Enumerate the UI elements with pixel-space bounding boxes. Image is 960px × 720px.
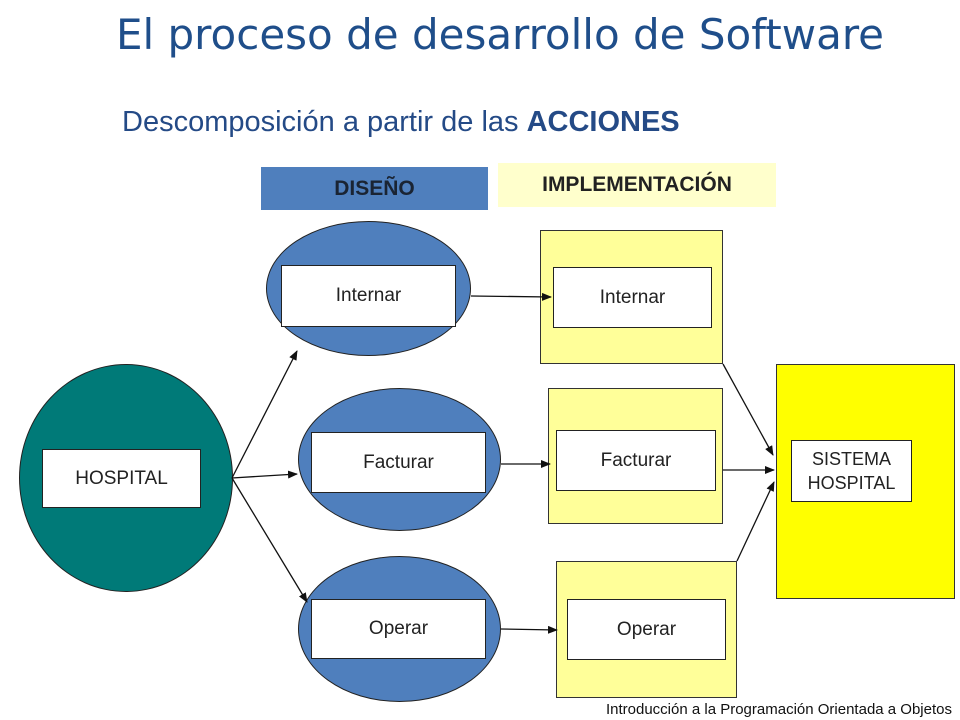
design-box-operar: Operar — [311, 599, 486, 659]
arrow-impl-internar-to-system — [722, 363, 774, 456]
design-box-facturar: Facturar — [311, 432, 486, 493]
hospital-box: HOSPITAL — [42, 449, 201, 508]
implementation-header: IMPLEMENTACIÓN — [498, 163, 776, 207]
slide-title: El proceso de desarrollo de Software — [115, 10, 885, 59]
arrow-hospital-to-facturar — [231, 470, 298, 479]
system-label-line1: SISTEMA — [811, 448, 891, 469]
arrow-design-operar-to-impl — [500, 625, 558, 634]
arrow-impl-operar-to-system — [736, 481, 775, 562]
slide-subtitle: Descomposición a partir de las ACCIONES — [122, 106, 680, 139]
impl-box-internar: Internar — [553, 267, 712, 328]
system-label-line2: HOSPITAL — [807, 473, 896, 493]
design-box-internar: Internar — [281, 265, 456, 327]
arrow-design-internar-to-impl — [470, 292, 552, 301]
impl-box-operar: Operar — [567, 599, 726, 660]
arrow-hospital-to-operar — [231, 477, 308, 603]
subtitle-prefix: Descomposición a partir de las — [122, 106, 527, 138]
subtitle-emphasis: ACCIONES — [526, 106, 680, 138]
design-header: DISEÑO — [261, 167, 488, 210]
arrow-hospital-to-internar — [231, 350, 298, 479]
system-box: SISTEMA HOSPITAL — [791, 440, 912, 502]
impl-box-facturar: Facturar — [556, 430, 716, 491]
footer-course-name: Introducción a la Programación Orientada… — [605, 701, 952, 718]
